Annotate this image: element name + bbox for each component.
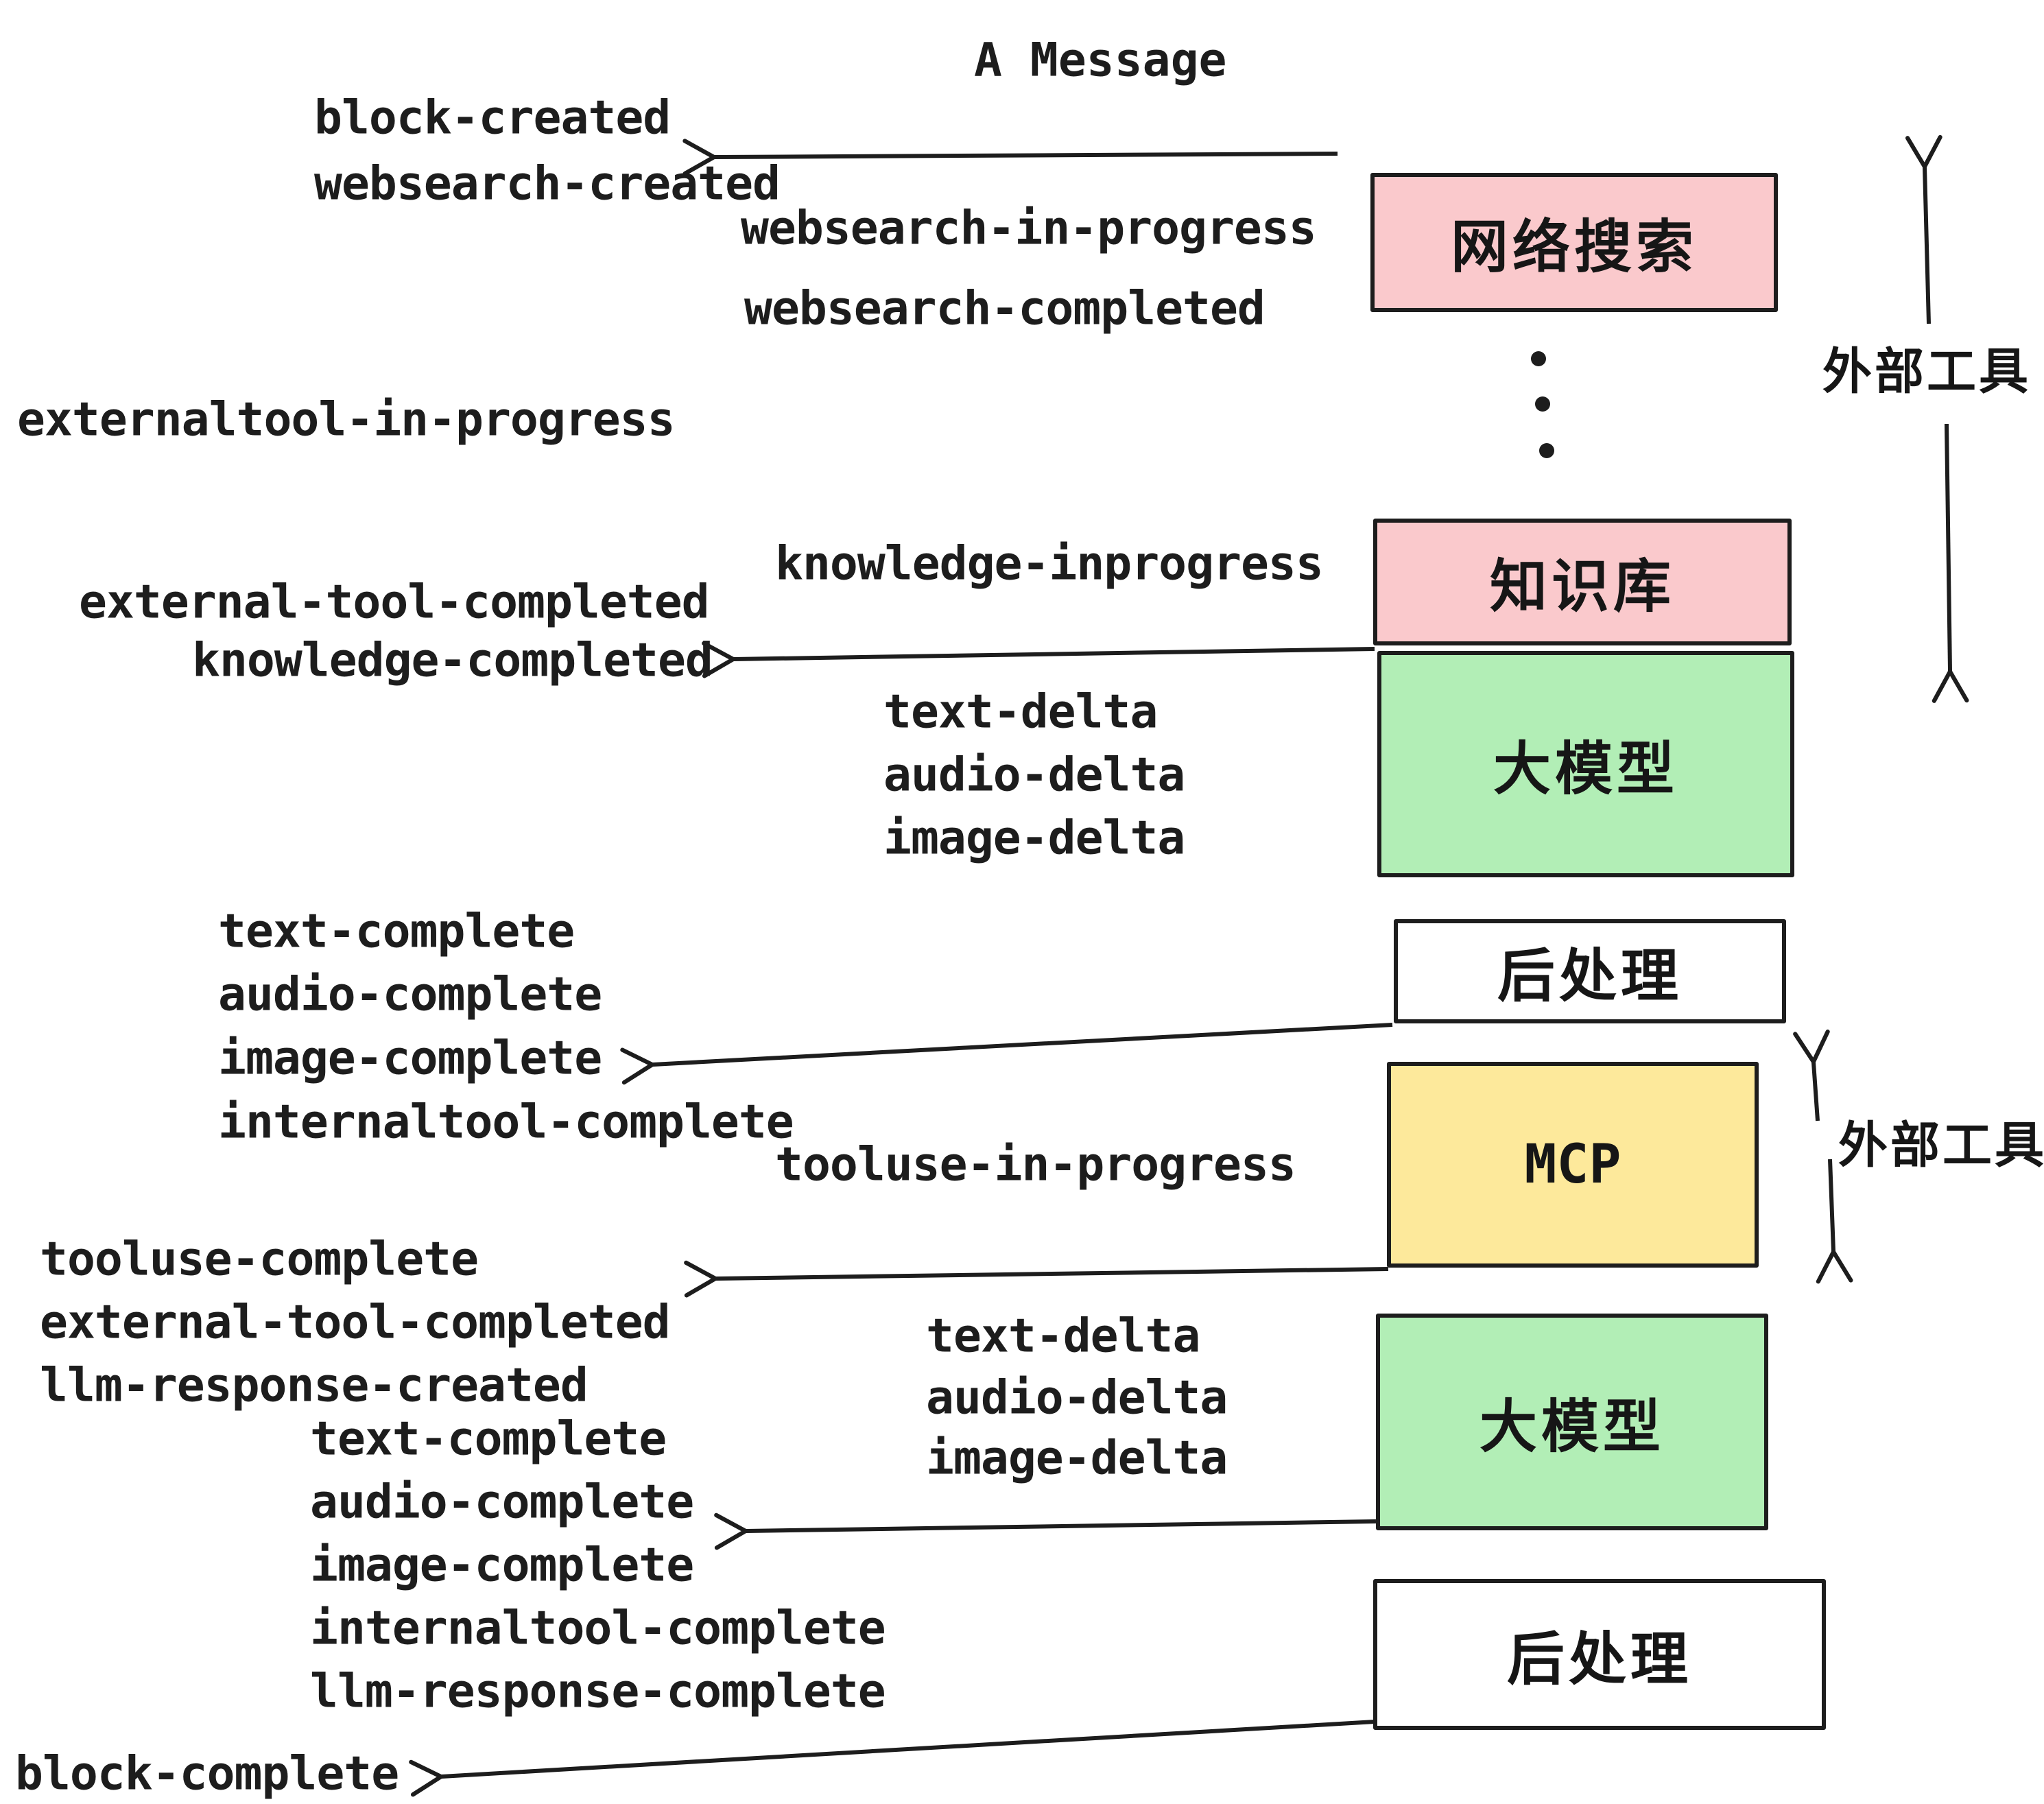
event-internaltool-complete-2: internaltool-complete [310, 1601, 886, 1656]
box-postprocess-1-label: 后处理 [1497, 942, 1683, 1010]
arrow-to-audio-complete-2 [714, 1512, 1377, 1550]
event-websearch-completed: websearch-completed [744, 281, 1265, 336]
arrow-to-image-complete [620, 1023, 1393, 1085]
event-block-created: block-created [314, 91, 671, 145]
box-postprocess-2: 后处理 [1373, 1579, 1826, 1730]
event-websearch-created: websearch-created [314, 156, 781, 211]
box-websearch: 网络搜索 [1370, 173, 1778, 312]
event-audio-complete-1: audio-complete [218, 967, 602, 1022]
arrow-to-block-created [682, 139, 1338, 176]
vertical-ellipsis-dots [1531, 351, 1554, 458]
event-tooluse-in-progress: tooluse-in-progress [775, 1137, 1296, 1192]
external-tools-down-arrow-top [1932, 423, 1969, 703]
arrow-to-tooluse-complete [684, 1260, 1389, 1298]
event-audio-delta-2: audio-delta [926, 1370, 1228, 1425]
external-tools-down-arrow-mid [1816, 1159, 1853, 1284]
external-tools-label-mid: 外部工具 [1838, 1116, 2044, 1174]
external-tools-up-arrow-mid [1793, 1029, 1830, 1121]
event-knowledge-completed: knowledge-completed [192, 633, 713, 688]
box-postprocess-1: 后处理 [1394, 919, 1786, 1023]
box-websearch-label: 网络搜索 [1450, 213, 1698, 281]
event-websearch-in-progress: websearch-in-progress [741, 201, 1317, 256]
box-llm-1: 大模型 [1377, 651, 1794, 877]
event-tooluse-complete: tooluse-complete [40, 1232, 479, 1287]
box-knowledge: 知识库 [1373, 519, 1792, 645]
box-llm-1-label: 大模型 [1493, 735, 1678, 803]
external-tools-label-top: 外部工具 [1822, 342, 2032, 401]
box-knowledge-label: 知识库 [1489, 553, 1675, 620]
event-image-delta-2: image-delta [926, 1431, 1228, 1486]
event-block-complete: block-complete [15, 1746, 399, 1801]
external-tools-up-arrow-top [1905, 134, 1942, 324]
arrow-to-block-complete [409, 1720, 1375, 1797]
event-text-complete-1: text-complete [218, 904, 575, 959]
box-mcp-label: MCP [1524, 1134, 1621, 1196]
event-internaltool-complete-1: internaltool-complete [218, 1095, 794, 1150]
event-external-tool-completed-2: external-tool-completed [40, 1295, 671, 1350]
event-llm-response-created: llm-response-created [40, 1358, 589, 1413]
box-postprocess-2-label: 后处理 [1506, 1625, 1692, 1693]
box-llm-2-label: 大模型 [1479, 1392, 1665, 1460]
event-externaltool-in-progress: externaltool-in-progress [17, 392, 676, 447]
event-text-complete-2: text-complete [310, 1412, 667, 1467]
event-llm-response-complete: llm-response-complete [310, 1664, 886, 1719]
box-llm-2: 大模型 [1376, 1314, 1768, 1530]
event-image-complete-2: image-complete [310, 1538, 694, 1593]
event-image-delta-1: image-delta [883, 811, 1185, 866]
arrow-to-knowledge-completed [702, 641, 1375, 678]
page-title: A Message [974, 33, 1227, 88]
event-text-delta-1: text-delta [883, 685, 1158, 739]
event-text-delta-2: text-delta [926, 1309, 1200, 1364]
box-mcp: MCP [1387, 1062, 1759, 1268]
event-audio-complete-2: audio-complete [310, 1475, 694, 1530]
event-knowledge-inprogress: knowledge-inprogress [775, 536, 1324, 591]
event-image-complete-1: image-complete [218, 1031, 602, 1086]
event-audio-delta-1: audio-delta [883, 748, 1185, 803]
event-external-tool-completed-1: external-tool-completed [79, 575, 710, 630]
